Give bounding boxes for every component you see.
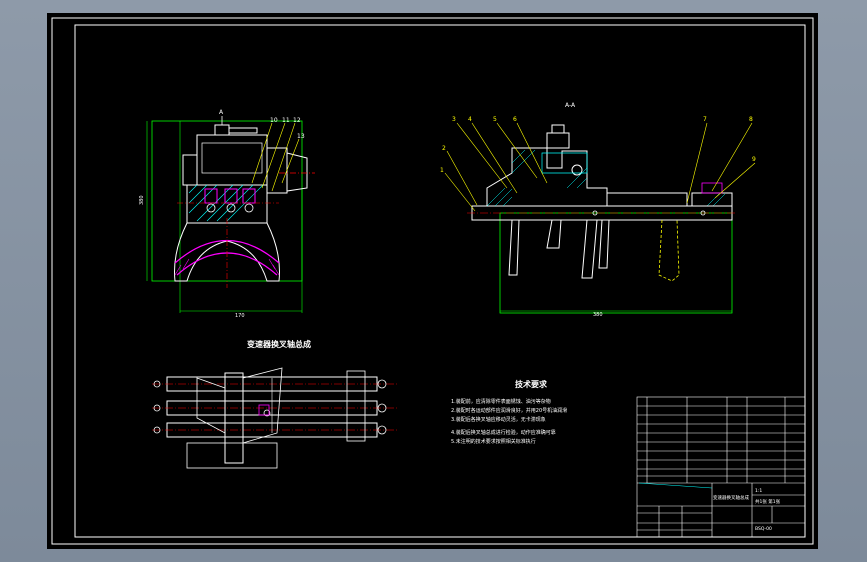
right-part-8: 8 [749,116,753,123]
drawing-viewport[interactable]: 380 170 A [47,13,818,549]
right-part-5: 5 [493,116,497,123]
left-part-10: 10 [270,117,278,124]
left-view: 380 170 A [139,109,315,319]
top-view [152,367,397,469]
section-view: A-A 380 [440,102,756,318]
dim-left-width: 170 [235,313,245,319]
tb-sheet: 共1张 第1张 [755,498,781,505]
tech-req-item-2: 2.装配时各运动部件应润滑良好，并用20号机油润滑 [451,407,567,414]
right-part-4: 4 [468,116,472,123]
left-part-11: 11 [282,117,290,124]
right-part-1: 1 [440,167,444,174]
right-part-6: 6 [513,116,517,123]
tech-req-item-5: 5.未注明的技术要求按照相关标准执行 [451,438,536,445]
right-part-7: 7 [703,116,707,123]
section-label: A-A [565,102,576,109]
tech-req-item-1: 1.装配前，应清除零件表面锈蚀、油污等杂物 [451,398,551,405]
dim-left-height: 380 [139,195,145,205]
tb-drawing-number: BSQ-00 [755,526,772,532]
tb-drawing-name: 变速器换叉轴总成 [713,494,749,501]
title-block [636,396,806,538]
tb-scale: 1:1 [755,488,762,494]
dim-right-width: 380 [593,312,603,318]
cad-drawing: 380 170 A [51,17,814,545]
left-part-13: 13 [297,133,305,140]
right-part-2: 2 [442,145,446,152]
view-label: A [219,109,224,116]
right-part-3: 3 [452,116,456,123]
left-part-12: 12 [293,117,301,124]
tech-req-item-3: 3.装配后各换叉轴应移动灵活，无卡滞现象 [451,416,546,423]
inner-frame [74,24,806,538]
right-part-9: 9 [752,156,756,163]
drawing-title: 变速器换叉轴总成 [247,339,311,349]
tech-req-heading: 技术要求 [515,379,548,389]
technical-requirements: 技术要求 1.装配前，应清除零件表面锈蚀、油污等杂物 2.装配时各运动部件应润滑… [451,379,567,445]
outer-frame [51,17,814,545]
tech-req-item-4: 4.装配后换叉轴总成进行检验，动作应准确可靠 [451,429,556,436]
